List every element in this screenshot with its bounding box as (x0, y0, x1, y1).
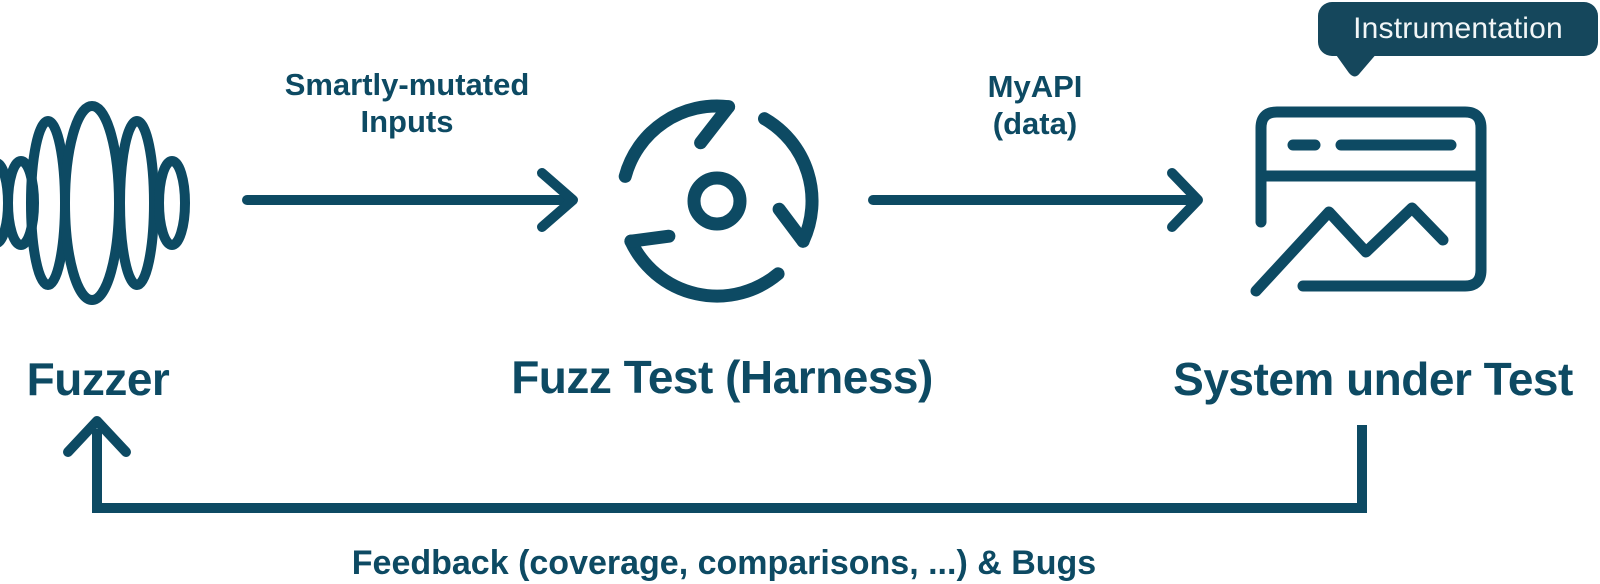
edge-label-line1: MyAPI (987, 69, 1083, 104)
instrumentation-badge-label: Instrumentation (1353, 12, 1563, 45)
badge-tail (1334, 52, 1378, 77)
harness-node-title: Fuzz Test (Harness) (511, 351, 933, 403)
sut-node-title: System under Test (1173, 353, 1573, 405)
arrow-fuzzer-to-harness (242, 168, 578, 232)
arrow-harness-to-sut (868, 168, 1203, 232)
soundwave-icon (0, 101, 190, 305)
instrumentation-badge: Instrumentation (1318, 2, 1598, 56)
edge-label-myapi-data: MyAPI (data) (860, 68, 1210, 142)
edge-label-line2: Inputs (360, 104, 454, 139)
edge-label-line1: Smartly-mutated (284, 67, 530, 102)
browser-window-icon (1250, 106, 1487, 297)
edge-label-line2: (data) (992, 106, 1078, 141)
rotating-arrows-icon (618, 99, 819, 303)
feedback-loop-arrow (63, 416, 1367, 513)
edge-label-smartly-mutated-inputs: Smartly-mutated Inputs (232, 66, 582, 140)
fuzzer-node-title: Fuzzer (26, 353, 170, 405)
feedback-edge-label: Feedback (coverage, comparisons, ...) & … (351, 544, 1097, 582)
